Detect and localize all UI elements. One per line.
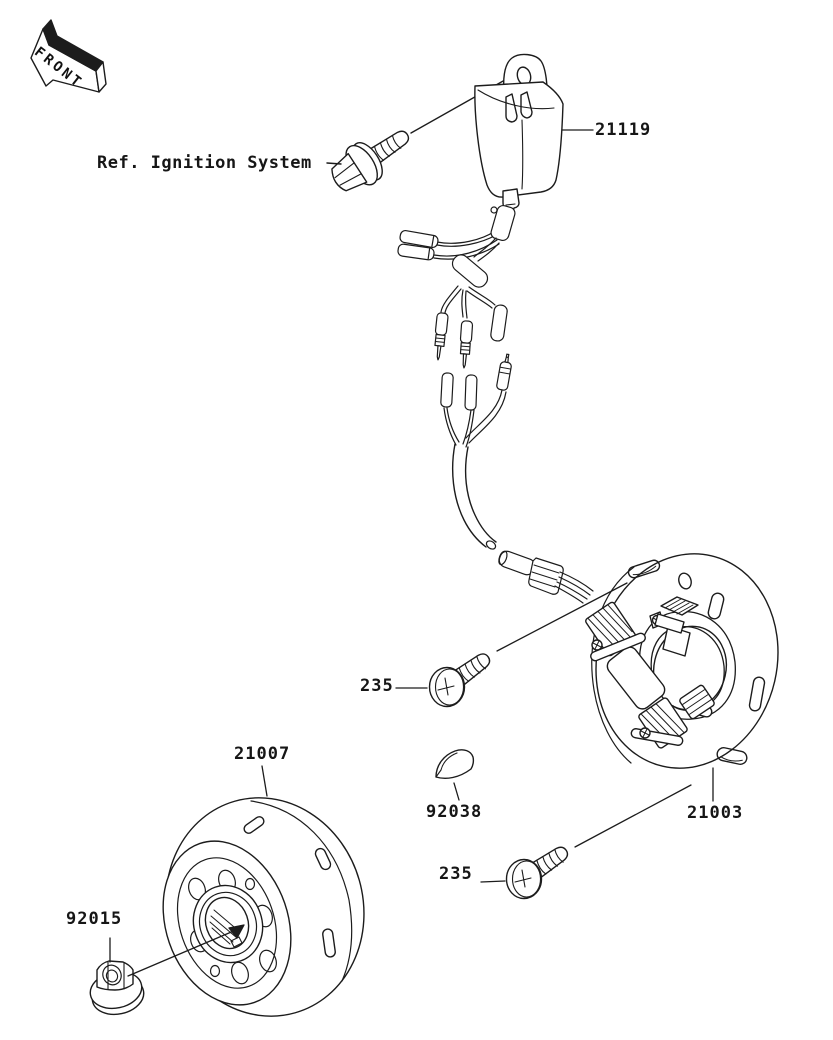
stator-screw-upper-drawing bbox=[428, 653, 491, 708]
flywheel-drawing bbox=[162, 797, 365, 1017]
wiring-harness-drawing bbox=[397, 204, 516, 550]
front-arrow-icon bbox=[30, 19, 107, 93]
part-label-stator: 21003 bbox=[687, 803, 744, 823]
part-label-flywheel: 21007 bbox=[234, 744, 291, 764]
part-label-screw-upper: 235 bbox=[360, 676, 394, 696]
wire-grommet-drawing bbox=[498, 550, 594, 604]
part-label-woodruff-key: 92038 bbox=[426, 802, 483, 822]
part-label-flywheel-nut: 92015 bbox=[66, 909, 123, 929]
stator-screw-lower-drawing bbox=[505, 846, 569, 900]
ref-ignition-system-label: Ref. Ignition System bbox=[97, 153, 312, 173]
igniter-box-drawing bbox=[474, 53, 564, 214]
flywheel-nut-drawing bbox=[89, 960, 145, 1016]
ref-ignition-bolt-drawing bbox=[326, 75, 513, 192]
part-label-igniter: 21119 bbox=[595, 120, 652, 140]
stator-plate-drawing bbox=[585, 553, 779, 769]
leader-lines bbox=[109, 129, 714, 977]
woodruff-key-drawing bbox=[435, 749, 475, 779]
part-label-screw-lower: 235 bbox=[439, 864, 473, 884]
